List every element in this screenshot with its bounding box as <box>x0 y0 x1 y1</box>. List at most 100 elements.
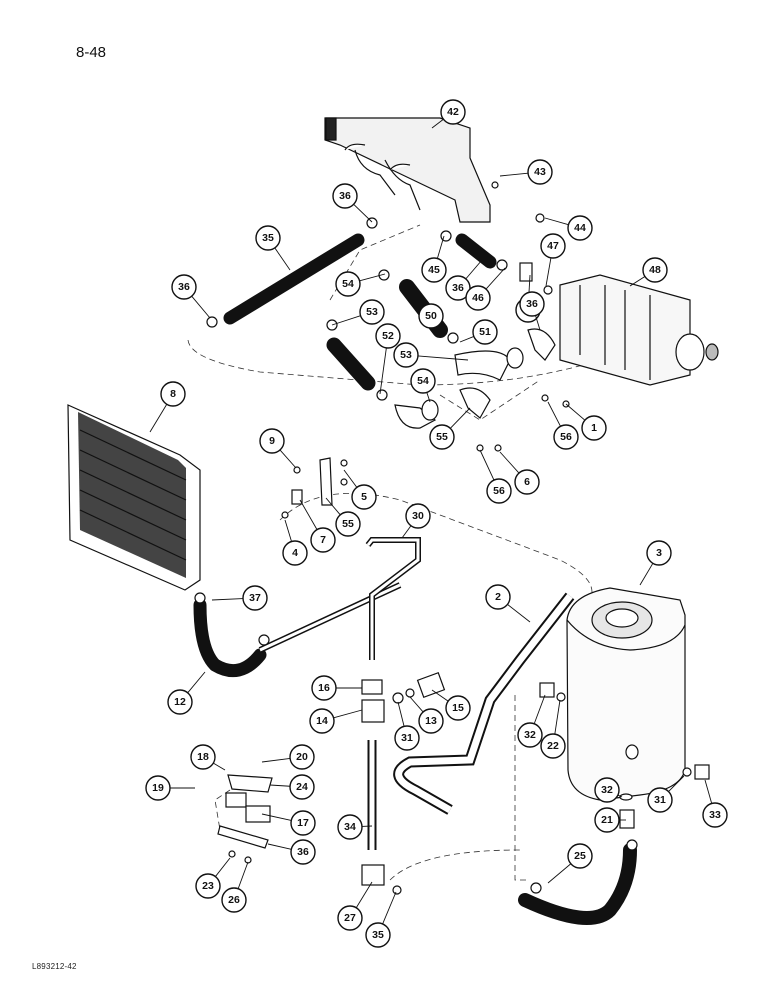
callout-circle <box>702 802 728 828</box>
callout-20: 20 <box>261 744 315 770</box>
callout-circle <box>418 708 444 734</box>
callout-circle <box>375 323 401 349</box>
callout-circle <box>290 810 316 836</box>
callout-number: 3 <box>656 547 662 559</box>
callout-22: 22 <box>540 699 566 759</box>
oil-cooler <box>67 404 201 591</box>
callout-45: 45 <box>421 235 447 283</box>
callout-circle <box>486 478 512 504</box>
leader-line <box>284 519 292 542</box>
callout-47: 47 <box>540 233 566 287</box>
callout-circle <box>332 183 358 209</box>
routing-lines <box>187 224 601 881</box>
callout-1: 1 <box>565 403 607 441</box>
callout-circle <box>290 839 316 865</box>
callout-53: 53 <box>393 342 469 368</box>
callout-number: 42 <box>447 106 459 118</box>
callout-circle <box>567 843 593 869</box>
callout-36: 36 <box>267 839 316 865</box>
callout-34: 34 <box>337 814 373 840</box>
leader-line <box>267 843 292 850</box>
callout-circle <box>195 873 221 899</box>
callout-number: 54 <box>342 278 354 290</box>
callout-35: 35 <box>255 225 291 271</box>
leader-line <box>417 355 469 361</box>
callout-number: 16 <box>318 682 330 694</box>
callout-number: 12 <box>174 696 186 708</box>
callout-19: 19 <box>145 775 195 801</box>
callout-18: 18 <box>190 744 226 771</box>
hoses <box>193 233 637 925</box>
callout-number: 4 <box>292 547 298 559</box>
callout-number: 53 <box>400 349 412 361</box>
leader-line <box>409 696 424 713</box>
callout-26: 26 <box>221 861 249 913</box>
callout-31: 31 <box>394 701 420 751</box>
callout-number: 24 <box>296 781 308 793</box>
callout-23: 23 <box>195 857 231 899</box>
leader-line <box>535 315 541 331</box>
callout-43: 43 <box>499 159 553 185</box>
callout-circle <box>309 708 335 734</box>
leader-line <box>547 863 572 884</box>
leader-line <box>431 689 449 702</box>
leader-line <box>333 709 363 719</box>
leader-line <box>215 857 231 877</box>
callout-circle <box>445 695 471 721</box>
elbows-and-flanges <box>394 328 556 429</box>
callout-number: 47 <box>547 240 559 252</box>
callout-circle <box>519 291 545 317</box>
callout-32: 32 <box>594 777 623 803</box>
leader-line <box>479 449 495 481</box>
callout-circle <box>282 540 308 566</box>
leader-line <box>353 203 373 223</box>
callout-number: 6 <box>524 476 530 488</box>
callout-circle <box>167 689 193 715</box>
leader-line <box>547 401 561 427</box>
pump <box>559 274 719 386</box>
callout-number: 51 <box>479 326 491 338</box>
callout-circle <box>445 275 471 301</box>
leader-line <box>533 694 546 724</box>
callout-3: 3 <box>639 540 672 586</box>
leader-line <box>565 403 586 421</box>
callout-circle <box>410 368 436 394</box>
callout-number: 20 <box>296 751 308 763</box>
leader-line <box>269 784 291 787</box>
leader-line <box>211 598 244 601</box>
callout-17: 17 <box>261 810 316 836</box>
callout-36: 36 <box>445 259 483 301</box>
leader-line <box>507 604 531 623</box>
callout-number: 36 <box>339 190 351 202</box>
callout-number: 27 <box>344 912 356 924</box>
callout-number: 44 <box>574 222 586 234</box>
callout-number: 1 <box>591 422 597 434</box>
leader-line <box>401 525 412 539</box>
leader-line <box>343 469 358 488</box>
figure-reference-code: L893212-42 <box>32 962 77 971</box>
callout-circle <box>540 233 566 259</box>
callout-6: 6 <box>499 451 540 495</box>
callout-5: 5 <box>343 469 377 510</box>
callout-number: 36 <box>452 282 464 294</box>
leader-line <box>325 497 341 516</box>
callout-36: 36 <box>171 274 211 319</box>
callout-number: 14 <box>316 715 328 727</box>
callout-circle <box>527 159 553 185</box>
callout-circle <box>289 744 315 770</box>
callout-number: 13 <box>425 715 437 727</box>
callout-circle <box>567 215 593 241</box>
callout-number: 31 <box>654 794 666 806</box>
leader-line <box>331 315 361 326</box>
leader-line <box>465 259 483 280</box>
callout-number: 56 <box>560 431 572 443</box>
callout-number: 34 <box>344 821 356 833</box>
callout-circle <box>421 257 447 283</box>
callout-circle <box>517 722 543 748</box>
callout-number: 32 <box>524 729 536 741</box>
callout-circle <box>594 777 620 803</box>
callout-circle <box>351 484 377 510</box>
callout-number: 35 <box>262 232 274 244</box>
callout-circle <box>242 585 268 611</box>
callout-number: 36 <box>297 846 309 858</box>
